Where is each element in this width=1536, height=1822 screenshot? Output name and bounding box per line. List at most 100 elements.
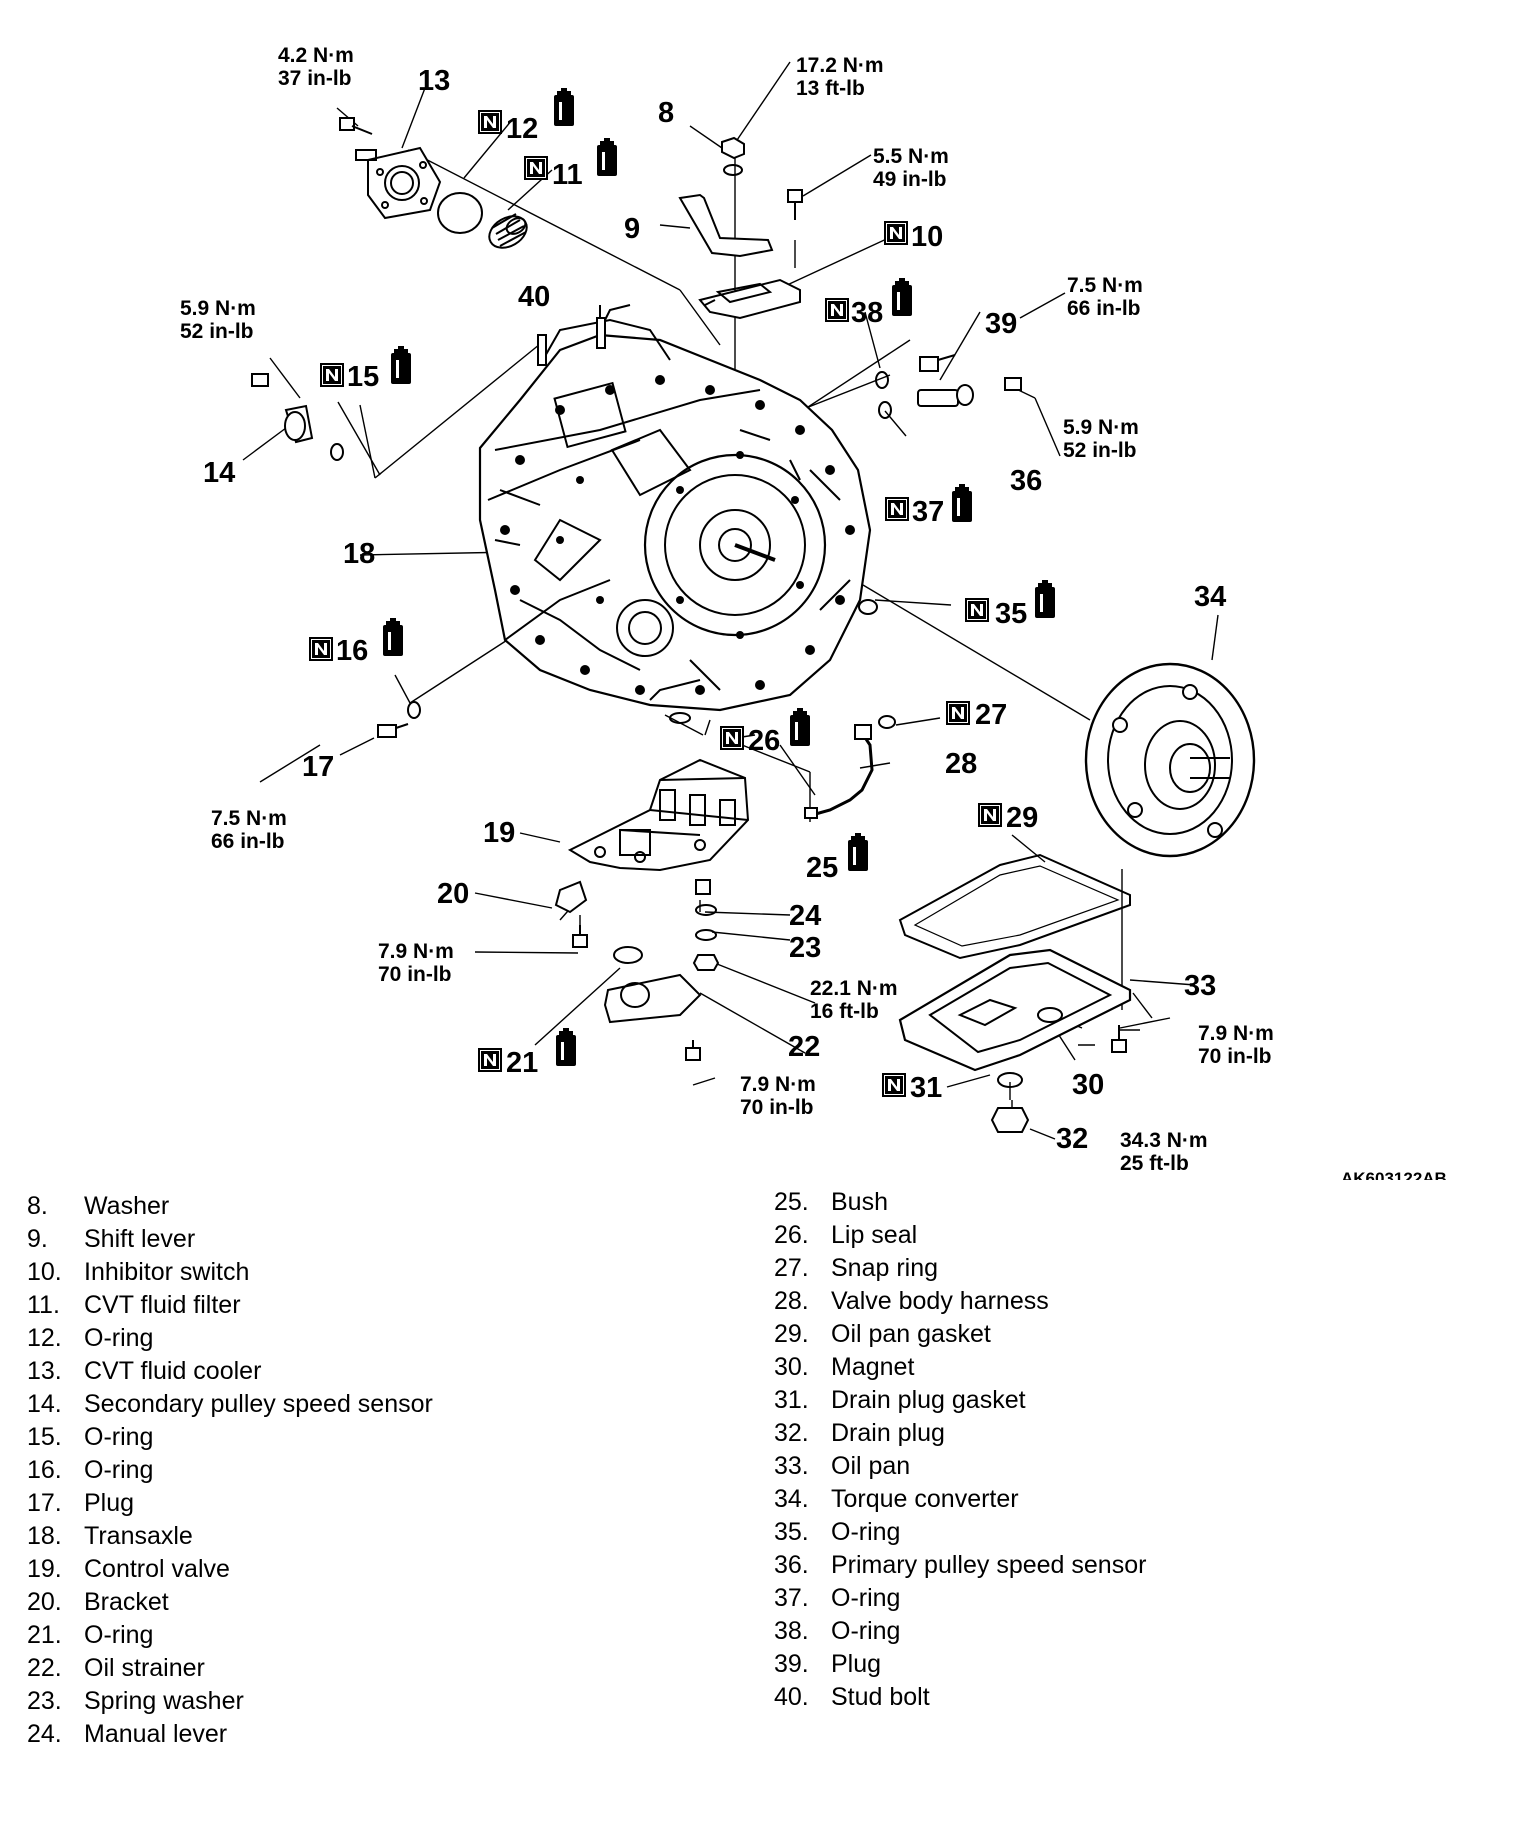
legend-number: 14.	[27, 1390, 62, 1418]
legend-item: 12.O-ring	[27, 1322, 433, 1355]
legend-label: Bracket	[84, 1588, 169, 1616]
torque-manual-lever-ft-lb: 16 ft-lb	[810, 1000, 879, 1023]
callout-28: 28	[945, 748, 977, 780]
legend-number: 36.	[774, 1551, 809, 1579]
part-drawings	[251, 117, 1256, 1133]
legend-label: Control valve	[84, 1555, 230, 1583]
o-ring-15-drawing	[330, 443, 344, 461]
legend-number: 21.	[27, 1621, 62, 1649]
legend-number: 22.	[27, 1654, 62, 1682]
callout-16: 16	[336, 635, 368, 667]
torque-washer-nm: 17.2 N·m	[796, 54, 884, 77]
legend-item: 8. Washer	[27, 1190, 433, 1223]
callout-37: 37	[912, 496, 944, 528]
legend-number: 15.	[27, 1423, 62, 1451]
fluid-bottle-icon	[554, 88, 574, 126]
legend-item: 20.Bracket	[27, 1586, 433, 1619]
legend-number: 13.	[27, 1357, 62, 1385]
bracket-bolt-drawing	[572, 925, 588, 948]
callout-10: 10	[911, 221, 943, 253]
sensor-36-drawing	[917, 377, 1022, 407]
legend-item: 39.Plug	[774, 1648, 1146, 1681]
torque-plug-39-nm: 7.5 N·m	[1067, 274, 1143, 297]
legend-label: O-ring	[84, 1621, 154, 1649]
manual-lever-drawing	[695, 904, 717, 916]
drain-plug-gasket-drawing	[997, 1072, 1023, 1088]
callout-27: 27	[975, 699, 1007, 731]
legend-label: Shift lever	[84, 1225, 196, 1253]
legend-item: 28.Valve body harness	[774, 1285, 1146, 1318]
shift-lever-drawing	[678, 193, 774, 258]
legend-item: 17.Plug	[27, 1487, 433, 1520]
legend-item: 24.Manual lever	[27, 1718, 433, 1751]
drain-plug-drawing	[990, 1107, 1030, 1133]
legend-label: CVT fluid filter	[84, 1291, 241, 1319]
legend-label: Inhibitor switch	[84, 1258, 250, 1286]
callout-35: 35	[995, 598, 1027, 630]
spring-washer-drawing	[695, 929, 717, 941]
callout-11: 11	[552, 159, 583, 191]
callout-17: 17	[302, 751, 334, 783]
legend-item: 21. O-ring	[27, 1619, 433, 1652]
legend-item: 34.Torque converter	[774, 1483, 1146, 1516]
legend-number: 31.	[774, 1386, 809, 1414]
oil-pan-drawing	[898, 948, 1132, 1072]
transaxle-drawing	[478, 304, 872, 712]
legend-number: 26.	[774, 1221, 809, 1249]
legend-number: 37.	[774, 1584, 809, 1612]
legend-number: 30.	[774, 1353, 809, 1381]
callout-34: 34	[1194, 581, 1226, 613]
callout-21: 21	[506, 1047, 538, 1079]
legend-number: 10.	[27, 1258, 62, 1286]
fluid-bottle-icon	[391, 346, 411, 384]
legend-label: Washer	[84, 1192, 170, 1220]
legend-label: Transaxle	[84, 1522, 193, 1550]
torque-sensor-36-in-lb: 52 in-lb	[1063, 439, 1137, 462]
callout-18: 18	[343, 538, 375, 570]
legend-label: CVT fluid cooler	[84, 1357, 262, 1385]
figure-id: AK603122AB	[1341, 1169, 1447, 1180]
legend-number: 8.	[27, 1192, 48, 1220]
parts-legend-right: 25.Bush 26.Lip seal 27.Snap ring 28.Valv…	[774, 1186, 1146, 1714]
callout-9: 9	[624, 213, 640, 245]
legend-label: Snap ring	[831, 1254, 939, 1282]
strainer-bolt-drawing	[685, 1040, 701, 1061]
fluid-bottle-icon	[892, 278, 912, 316]
callout-30: 30	[1072, 1069, 1104, 1101]
fluid-bottle-icon	[383, 618, 403, 656]
legend-number: 32.	[774, 1419, 809, 1447]
legend-number: 16.	[27, 1456, 62, 1484]
washer-drawing	[721, 136, 745, 176]
legend-item: 32.Drain plug	[774, 1417, 1146, 1450]
torque-strainer-nm: 7.9 N·m	[740, 1073, 816, 1096]
legend-label: Bush	[831, 1188, 888, 1216]
legend-number: 28.	[774, 1287, 809, 1315]
sensor-14-drawing	[251, 373, 314, 444]
callout-24: 24	[789, 900, 821, 932]
callout-39: 39	[985, 308, 1017, 340]
callout-12: 12	[506, 113, 538, 145]
legend-number: 9.	[27, 1225, 48, 1253]
legend-label: Oil pan gasket	[831, 1320, 991, 1348]
callout-33: 33	[1184, 970, 1216, 1002]
oil-pan-gasket-drawing	[898, 853, 1131, 960]
o-ring-12-drawing	[437, 192, 483, 234]
legend-label: O-ring	[831, 1584, 901, 1612]
legend-item: 13. CVT fluid cooler	[27, 1355, 433, 1388]
valve-body-harness-drawing	[804, 724, 874, 819]
callout-29: 29	[1006, 802, 1038, 834]
legend-item: 33.Oil pan	[774, 1450, 1146, 1483]
legend-label: O-ring	[84, 1324, 154, 1352]
legend-item: 26.Lip seal	[774, 1219, 1146, 1252]
legend-label: Spring washer	[84, 1687, 244, 1715]
legend-item: 9. Shift lever	[27, 1223, 433, 1256]
fluid-bottle-icon	[1035, 580, 1055, 618]
callout-23: 23	[789, 932, 821, 964]
legend-number: 29.	[774, 1320, 809, 1348]
callout-8: 8	[658, 97, 674, 129]
legend-item: 27.Snap ring	[774, 1252, 1146, 1285]
torque-converter-drawing	[1084, 662, 1256, 858]
legend-label: Primary pulley speed sensor	[831, 1551, 1147, 1579]
legend-item: 29. Oil pan gasket	[774, 1318, 1146, 1351]
fluid-cooler-drawing	[355, 146, 442, 220]
